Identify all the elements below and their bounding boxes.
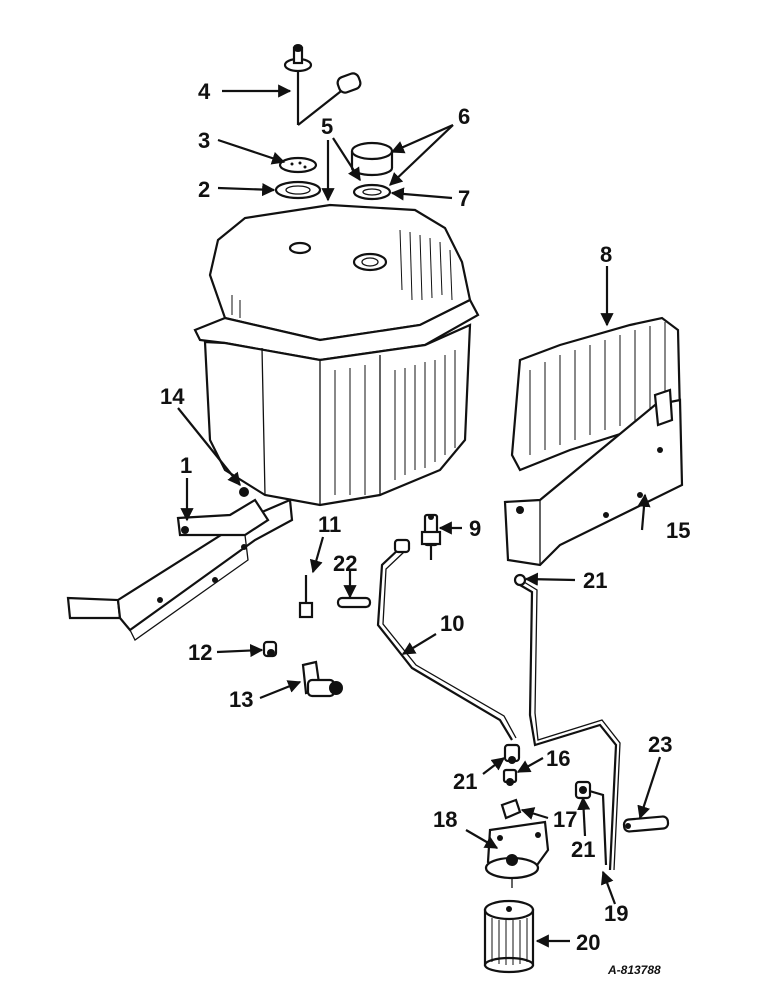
callout-8: 8 (600, 242, 612, 267)
callout-20: 20 (576, 930, 600, 955)
callout-23: 23 (648, 732, 672, 757)
ring-part (274, 180, 322, 200)
callout-18: 18 (433, 807, 457, 832)
fuel-filter-base-part (484, 820, 550, 888)
left-tank-support-part (66, 498, 294, 641)
callout-labels: 1 2 3 4 5 6 7 8 9 10 11 12 13 14 15 16 1… (160, 79, 690, 977)
callout-12: 12 (188, 640, 212, 665)
right-tank-support-part (503, 388, 684, 567)
callout-21-b: 21 (453, 769, 477, 794)
callout-3: 3 (198, 128, 210, 153)
gasket-part (278, 156, 318, 174)
figure-id: A-813788 (607, 963, 661, 977)
filler-cap-gauge-part (283, 44, 362, 126)
vent-cap-part (350, 141, 394, 177)
callout-4: 4 (198, 79, 211, 104)
callout-2: 2 (198, 177, 210, 202)
cap-ring-part (352, 183, 392, 201)
callout-1: 1 (180, 453, 192, 478)
fitting-16-part (502, 768, 518, 786)
callout-11: 11 (318, 512, 341, 537)
fuel-filter-element-part (483, 899, 535, 974)
callout-17: 17 (553, 807, 577, 832)
callout-13: 13 (229, 687, 253, 712)
callout-21-c: 21 (571, 837, 595, 862)
callout-21-a: 21 (583, 568, 607, 593)
elbow-fitting-13-part (301, 660, 343, 698)
fitting-21-lower-part (574, 780, 592, 800)
pin-part (336, 596, 372, 609)
fuel-tank-part (193, 203, 480, 507)
leader-lines (177, 84, 662, 948)
elbow-17-part (500, 798, 522, 820)
callout-10: 10 (440, 611, 464, 636)
callout-22: 22 (333, 551, 357, 576)
callout-5: 5 (321, 114, 333, 139)
callout-6: 6 (458, 104, 470, 129)
callout-15: 15 (666, 518, 690, 543)
fuel-line-10-part (376, 538, 517, 741)
callout-7: 7 (458, 186, 470, 211)
callout-14: 14 (160, 384, 185, 409)
nut-part (239, 487, 249, 497)
pin-23-part (622, 815, 670, 833)
fitting-9-part (420, 513, 442, 560)
callout-19: 19 (604, 901, 628, 926)
callout-9: 9 (469, 516, 481, 541)
tank-side-shield-part (510, 316, 682, 472)
fitting-12-part (262, 640, 278, 658)
callout-16: 16 (546, 746, 570, 771)
bolt-part (298, 575, 314, 619)
fitting-21-part (503, 743, 521, 764)
